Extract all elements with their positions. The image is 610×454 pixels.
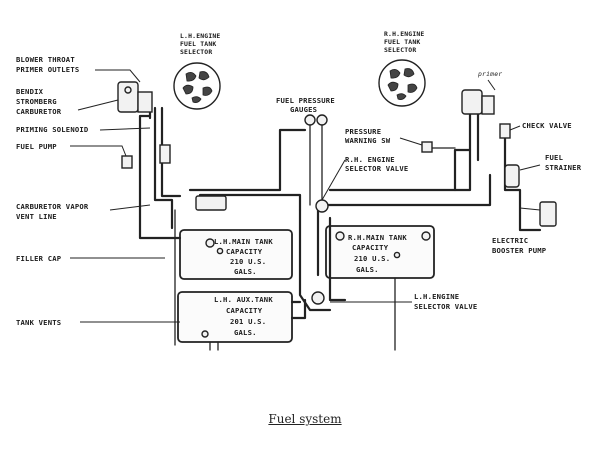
carburetor-vapor-label: CARBURETOR VAPOR VENT LINE	[16, 202, 89, 221]
fuel-strainer	[504, 164, 520, 188]
fuel-pressure-gauge-left	[304, 114, 316, 126]
svg-text:FUEL: FUEL	[545, 153, 564, 162]
svg-text:PRESSURE: PRESSURE	[345, 127, 381, 136]
electric-booster-pump	[539, 201, 557, 227]
svg-text:FUEL TANK: FUEL TANK	[180, 40, 216, 48]
rh-main-tank-text: R.H.MAIN TANK CAPACITY 210 U.S. GALS.	[348, 233, 407, 274]
svg-text:FUEL PRESSURE: FUEL PRESSURE	[276, 96, 335, 105]
check-valve	[499, 123, 511, 139]
check-valve-label: CHECK VALVE	[522, 121, 572, 130]
svg-text:PRIMER OUTLETS: PRIMER OUTLETS	[16, 65, 79, 74]
lh-carburetor	[117, 81, 153, 113]
lh-strainer	[159, 144, 171, 164]
svg-text:GALS.: GALS.	[356, 265, 379, 274]
svg-text:CAPACITY: CAPACITY	[226, 247, 263, 256]
fuel-pressure-label: FUEL PRESSURE GAUGES	[276, 96, 335, 114]
svg-text:GAUGES: GAUGES	[290, 105, 317, 114]
lh-aux-tank-text: L.H. AUX.TANK CAPACITY 201 U.S. GALS.	[214, 295, 273, 337]
svg-text:210 U.S.: 210 U.S.	[230, 257, 266, 266]
lh-selector-valve	[311, 291, 325, 305]
figure-caption: Fuel system	[0, 412, 610, 426]
svg-text:CARBURETOR VAPOR: CARBURETOR VAPOR	[16, 202, 89, 211]
caption-text: Fuel system	[268, 412, 342, 426]
svg-text:CARBURETOR: CARBURETOR	[16, 107, 62, 116]
priming-solenoid-label: PRIMING SOLENOID	[16, 125, 88, 134]
svg-text:L.H.ENGINE: L.H.ENGINE	[414, 292, 459, 301]
fuel-pump-label: FUEL PUMP	[16, 142, 57, 151]
svg-text:SELECTOR VALVE: SELECTOR VALVE	[345, 164, 408, 173]
rh-selector-valve	[315, 199, 329, 213]
blower-throat-label: BLOWER THROAT PRIMER OUTLETS	[16, 55, 79, 74]
svg-text:210 U.S.: 210 U.S.	[354, 254, 390, 263]
svg-text:ELECTRIC: ELECTRIC	[492, 236, 528, 245]
svg-text:R.H. ENGINE: R.H. ENGINE	[345, 155, 395, 164]
lh-main-tank-text: L.H.MAIN TANK CAPACITY 210 U.S. GALS.	[214, 237, 273, 276]
bendix-label: BENDIX STROMBERG CARBURETOR	[16, 87, 62, 116]
svg-text:VENT LINE: VENT LINE	[16, 212, 57, 221]
svg-text:GALS.: GALS.	[234, 328, 257, 337]
svg-text:SELECTOR: SELECTOR	[180, 48, 212, 56]
svg-text:CAPACITY: CAPACITY	[352, 243, 389, 252]
lh-engine-selector-label: L.H.ENGINE SELECTOR VALVE	[414, 292, 477, 311]
leader-lines	[70, 69, 541, 323]
svg-text:STROMBERG: STROMBERG	[16, 97, 57, 106]
svg-text:CAPACITY: CAPACITY	[226, 306, 263, 315]
svg-text:STRAINER: STRAINER	[545, 163, 582, 172]
svg-text:WARNING SW: WARNING SW	[345, 136, 391, 145]
svg-text:SELECTOR VALVE: SELECTOR VALVE	[414, 302, 477, 311]
svg-text:R.H.MAIN TANK: R.H.MAIN TANK	[348, 233, 407, 242]
svg-text:BLOWER THROAT: BLOWER THROAT	[16, 55, 75, 64]
electric-pump-label: ELECTRIC BOOSTER PUMP	[492, 236, 547, 255]
lh-selector-label: L.H.ENGINE FUEL TANK SELECTOR	[180, 32, 220, 56]
fuel-pump-body	[121, 155, 133, 169]
svg-text:R.H.ENGINE: R.H.ENGINE	[384, 30, 424, 38]
svg-text:BOOSTER PUMP: BOOSTER PUMP	[492, 246, 547, 255]
rh-main-tank	[325, 225, 435, 279]
fuel-pressure-gauge-right	[316, 114, 328, 126]
rh-selector-label: R.H.ENGINE FUEL TANK SELECTOR	[384, 30, 424, 54]
rh-carburetor	[461, 89, 495, 115]
fuel-strainer-label: FUEL STRAINER	[545, 153, 582, 172]
rh-engine-selector-label: R.H. ENGINE SELECTOR VALVE	[345, 155, 408, 173]
pressure-warning-label: PRESSURE WARNING SW	[345, 127, 391, 145]
primer-label: primer	[478, 70, 502, 78]
svg-text:L.H.ENGINE: L.H.ENGINE	[180, 32, 220, 40]
svg-text:SELECTOR: SELECTOR	[384, 46, 416, 54]
pressure-warning-switch	[421, 141, 433, 153]
filler-cap-label: FILLER CAP	[16, 254, 62, 263]
svg-text:L.H. AUX.TANK: L.H. AUX.TANK	[214, 295, 273, 304]
tank-vents-label: TANK VENTS	[16, 318, 61, 327]
filler-cap-box	[195, 195, 227, 211]
lh-selector-dial	[173, 62, 221, 110]
svg-text:BENDIX: BENDIX	[16, 87, 44, 96]
rh-selector-dial	[378, 59, 426, 107]
svg-text:FUEL TANK: FUEL TANK	[384, 38, 420, 46]
svg-text:GALS.: GALS.	[234, 267, 257, 276]
svg-text:L.H.MAIN TANK: L.H.MAIN TANK	[214, 237, 273, 246]
svg-text:201 U.S.: 201 U.S.	[230, 317, 266, 326]
fuel-lines	[131, 93, 542, 351]
